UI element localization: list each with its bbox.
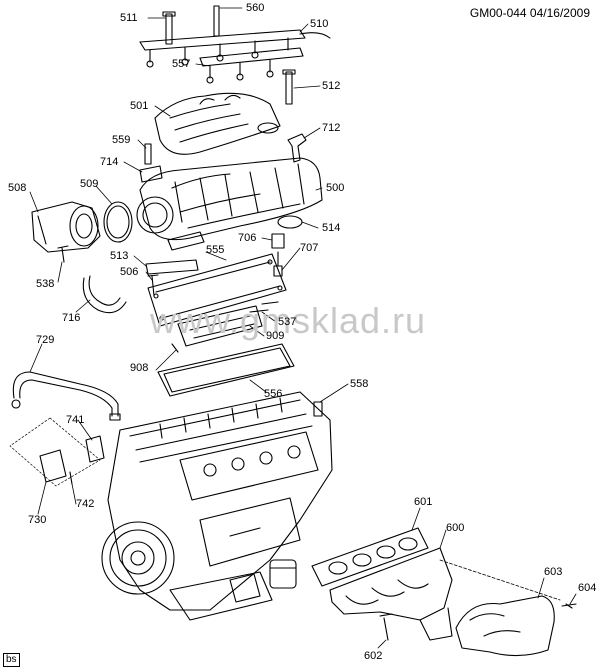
fasteners-top [162, 5, 296, 105]
diagram-code: GM00-044 04/16/2009 [469, 6, 590, 20]
throttle-body [31, 201, 133, 253]
engine-block [107, 391, 333, 621]
manifold-cover [154, 92, 281, 155]
bolt-604 [561, 603, 577, 609]
callout-909: 909 [266, 330, 285, 342]
callout-506: 506 [120, 266, 139, 278]
callout-729: 729 [36, 334, 55, 346]
corner-tag: bs [3, 653, 20, 667]
bracket-outline [9, 417, 101, 487]
sensors-741-730 [39, 435, 105, 485]
bracket-909 [177, 305, 263, 347]
callout-510: 510 [310, 18, 329, 30]
callout-707: 707 [300, 242, 319, 254]
callout-604: 604 [578, 582, 597, 594]
gasket-556 [157, 343, 295, 397]
callout-714: 714 [100, 156, 119, 168]
harmonic-balancer [101, 521, 175, 595]
part-908 [171, 343, 179, 353]
callout-742: 742 [76, 498, 95, 510]
bolt-538 [57, 245, 69, 263]
bolts-537 [249, 301, 279, 313]
callout-513: 513 [110, 250, 129, 262]
callout-741: 741 [66, 414, 85, 426]
callout-730: 730 [28, 514, 47, 526]
exhaust-manifold [329, 547, 453, 641]
callout-537: 537 [278, 316, 297, 328]
callout-706: 706 [238, 232, 257, 244]
bracket-712 [287, 133, 307, 163]
callout-559: 559 [112, 134, 131, 146]
callout-538: 538 [36, 278, 55, 290]
exhaust-gasket [311, 527, 429, 587]
callout-908: 908 [130, 362, 149, 374]
callout-556: 556 [264, 388, 283, 400]
callout-712: 712 [322, 122, 341, 134]
callout-511: 511 [120, 12, 138, 24]
bolt-506 [147, 274, 159, 297]
callout-509: 509 [80, 178, 99, 190]
callout-557: 557 [172, 58, 191, 70]
callout-500: 500 [326, 182, 345, 194]
stud-and-bracket [139, 143, 163, 183]
intake-manifold [136, 157, 323, 251]
tube-729 [11, 371, 121, 421]
callout-555: 555 [206, 244, 225, 256]
bolt-602 [379, 613, 393, 641]
cover-513 [145, 259, 199, 275]
callout-514: 514 [322, 222, 341, 234]
leader-lines [29, 7, 577, 649]
callout-716: 716 [62, 312, 81, 324]
callout-560: 560 [246, 2, 265, 14]
callout-603: 603 [544, 566, 563, 578]
sensor-706 [271, 233, 285, 277]
callout-600: 600 [446, 522, 465, 534]
heat-shield [455, 595, 555, 657]
callout-558: 558 [350, 378, 369, 390]
sensor-558 [313, 401, 323, 417]
hose-716 [82, 275, 127, 314]
callout-501: 501 [130, 100, 149, 112]
fuel-rail [139, 29, 331, 84]
valley-cover [147, 253, 287, 327]
callout-512: 512 [322, 80, 341, 92]
callout-601: 601 [414, 496, 433, 508]
gasket-514 [277, 215, 303, 229]
callout-602: 602 [364, 650, 383, 662]
callout-508: 508 [8, 182, 27, 194]
watermark: www.gmsklad.ru [150, 300, 427, 341]
